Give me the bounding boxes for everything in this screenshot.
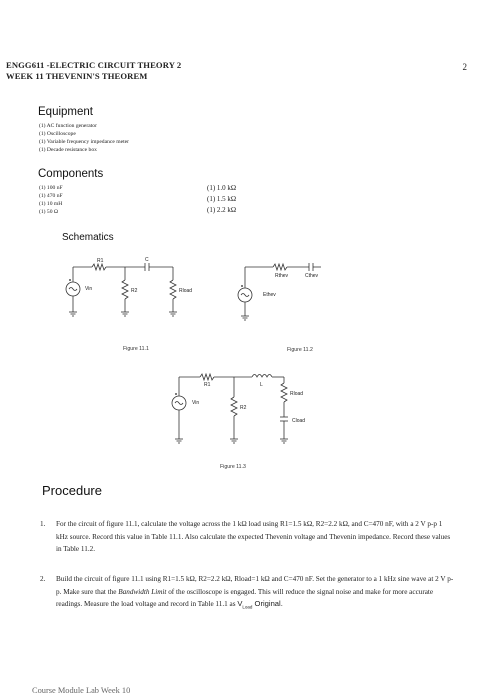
- components-heading: Components: [38, 168, 104, 180]
- label-rload: Rload: [179, 288, 192, 294]
- figure-11-2-schematic: Rthev Cthev Ethev: [237, 262, 321, 321]
- list-item: (1) 50 Ω: [39, 209, 59, 216]
- list-item: (1) 1.5 kΩ: [207, 195, 237, 204]
- label-r1: R1: [204, 382, 211, 388]
- step-number: 2.: [40, 575, 46, 583]
- figure-11-2-caption: Figure 11.2: [287, 347, 313, 353]
- list-item: (1) 100 nF: [39, 185, 63, 191]
- bandwidth-limit-text: Bandwidth Limit: [118, 587, 167, 596]
- label-vin: Vin: [85, 286, 92, 292]
- label-c: C: [145, 257, 149, 263]
- list-item: (1) Decade resistance box: [39, 147, 97, 154]
- footer-text: Course Module Lab Week 10: [32, 686, 131, 695]
- components-list-right: (1) 1.0 kΩ (1) 1.5 kΩ (1) 2.2 kΩ: [207, 183, 236, 217]
- page-number: 2: [462, 62, 468, 72]
- procedure-step-1: 1. For the circuit of figure 11.1, calcu…: [40, 518, 455, 556]
- step-text: Build the circuit of figure 11.1 using R…: [56, 575, 454, 610]
- list-item: (1) 10 mH: [39, 201, 63, 208]
- label-l: L: [260, 382, 263, 388]
- procedure-step-2: 2. Build the circuit of figure 11.1 usin…: [40, 573, 455, 614]
- step-number: 1.: [40, 520, 46, 528]
- figure-11-3-schematic: R1 L Vin R2 Rload Cload: [171, 372, 305, 444]
- label-r1: R1: [97, 258, 104, 264]
- label-ethev: Ethev: [263, 292, 276, 298]
- equipment-list: (1) AC function generator (1) Oscillosco…: [39, 122, 129, 154]
- figure-11-1-schematic: R1 C Vin R2 Rload: [65, 257, 192, 317]
- list-item: (1) 2.2 kΩ: [207, 206, 237, 215]
- week-title: WEEK 11 THEVENIN'S THEOREM: [6, 71, 148, 81]
- label-rload: Rload: [290, 391, 303, 397]
- step-text: For the circuit of figure 11.1, calculat…: [56, 520, 451, 554]
- list-item: (1) 470 nF: [39, 193, 63, 200]
- list-item: (1) AC function generator: [39, 123, 97, 129]
- course-title: ENGG611 -ELECTRIC CIRCUIT THEORY 2: [6, 60, 182, 70]
- label-cthev: Cthev: [305, 273, 319, 279]
- procedure-heading: Procedure: [42, 483, 102, 498]
- figure-11-3-caption: Figure 11.3: [220, 464, 246, 470]
- equipment-heading: Equipment: [38, 106, 93, 118]
- schematics-heading: Schematics: [62, 232, 114, 243]
- list-item: (1) Oscilloscope: [39, 131, 76, 138]
- figure-11-1-caption: Figure 11.1: [123, 346, 149, 352]
- label-r2: R2: [131, 288, 138, 294]
- list-item: (1) Variable frequency impedance meter: [39, 139, 129, 146]
- label-r2: R2: [240, 405, 247, 411]
- list-item: (1) 1.0 kΩ: [207, 184, 237, 192]
- label-cload: Cload: [292, 418, 305, 424]
- label-vin: Vin: [192, 400, 199, 406]
- components-list-left: (1) 100 nF (1) 470 nF (1) 10 mH (1) 50 Ω: [39, 184, 63, 216]
- label-rthev: Rthev: [275, 273, 289, 279]
